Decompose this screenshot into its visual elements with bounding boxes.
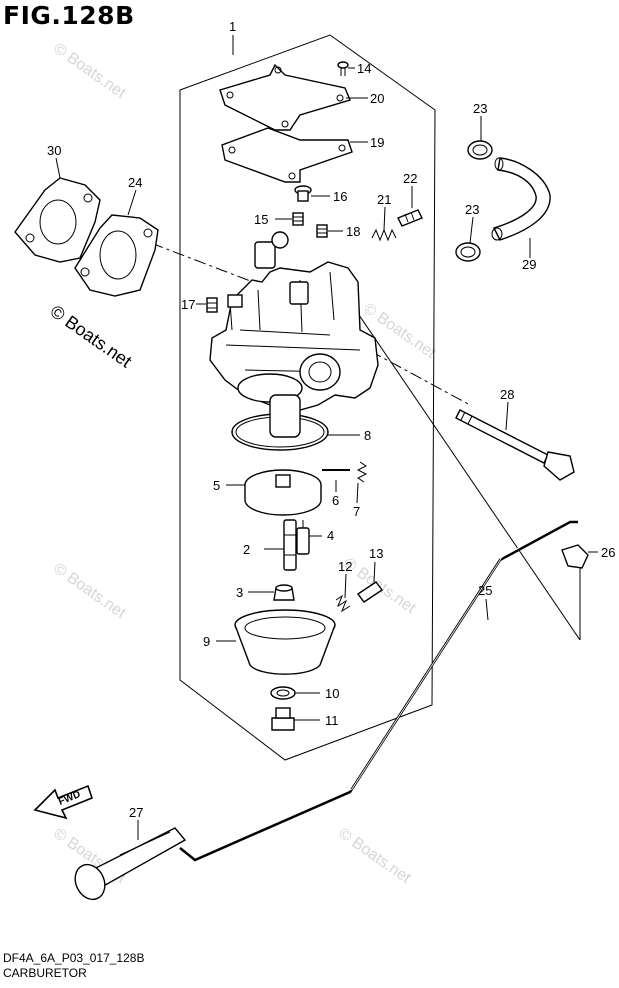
callout-28: 28 [500,387,514,402]
callout-20: 20 [370,91,384,106]
part-17-screw [206,297,218,313]
part-27-choke-knob [74,827,187,901]
part-3-jet [273,584,295,601]
part-24-gasket [74,214,159,297]
callout-9: 9 [203,634,210,649]
callout-6: 6 [332,493,339,508]
part-21-spring [371,228,397,242]
part-16-screw [294,185,312,202]
callout-24: 24 [128,175,142,190]
part-10-washer [270,686,296,700]
callout-5: 5 [213,478,220,493]
part-13-pilot-screw [356,581,384,603]
callout-14: 14 [357,61,371,76]
part-23-clamp-upper [467,140,493,160]
figure-code: DF4A_6A_P03_017_128B [3,951,145,965]
part-29-fuel-hose [491,157,551,241]
callout-30: 30 [47,143,61,158]
part-5-float [244,469,322,516]
part-7-clip [356,461,368,483]
callout-4: 4 [327,528,334,543]
callout-12: 12 [338,559,352,574]
part-22-throttle-screw [397,209,423,227]
part-2-main-jet [283,519,297,571]
part-25-choke-rod [179,520,578,862]
callout-26: 26 [601,545,615,560]
callout-10: 10 [325,686,339,701]
callout-11: 11 [325,713,339,728]
figure-title: FIG.128B [3,1,135,30]
callout-1: 1 [229,19,236,34]
carburetor-nozzle [269,394,301,438]
callout-27: 27 [129,805,143,820]
callout-21: 21 [377,192,391,207]
callout-8: 8 [364,428,371,443]
callout-23-lower: 23 [465,202,479,217]
leader-lines [55,35,598,840]
part-19-plate [221,127,353,183]
part-11-drain-bolt [271,707,295,731]
callout-3: 3 [236,585,243,600]
callout-18: 18 [346,224,360,239]
part-30-insulator [14,177,101,263]
carburetor-body [209,231,379,411]
callout-16: 16 [333,189,347,204]
fwd-arrow-icon: FWD [33,784,93,820]
callout-25: 25 [478,583,492,598]
callout-22: 22 [403,171,417,186]
callout-labels: 1 2 3 4 5 6 7 8 9 10 11 12 13 14 15 16 1… [47,19,615,820]
assembly-outline [179,34,436,761]
part-4-needle-valve [296,520,310,555]
callout-29: 29 [522,257,536,272]
part-28-long-bolt [455,409,575,481]
part-20-gasket [219,63,351,131]
callout-15: 15 [254,212,268,227]
part-15-screw [292,212,304,226]
figure-name: CARBURETOR [3,966,87,980]
guide-line [324,264,581,641]
callout-2: 2 [243,542,250,557]
callout-7: 7 [353,504,360,519]
callout-23-upper: 23 [473,101,487,116]
part-12-spring [335,594,351,613]
guide-line [129,234,301,301]
part-26-rod-clip [561,544,589,569]
part-18-screw [316,224,328,238]
callout-17: 17 [181,297,195,312]
part-9-float-bowl [234,609,336,675]
callout-19: 19 [370,135,384,150]
part-23-clamp-lower [455,242,481,262]
part-14-screw [337,61,349,76]
callout-13: 13 [369,546,383,561]
